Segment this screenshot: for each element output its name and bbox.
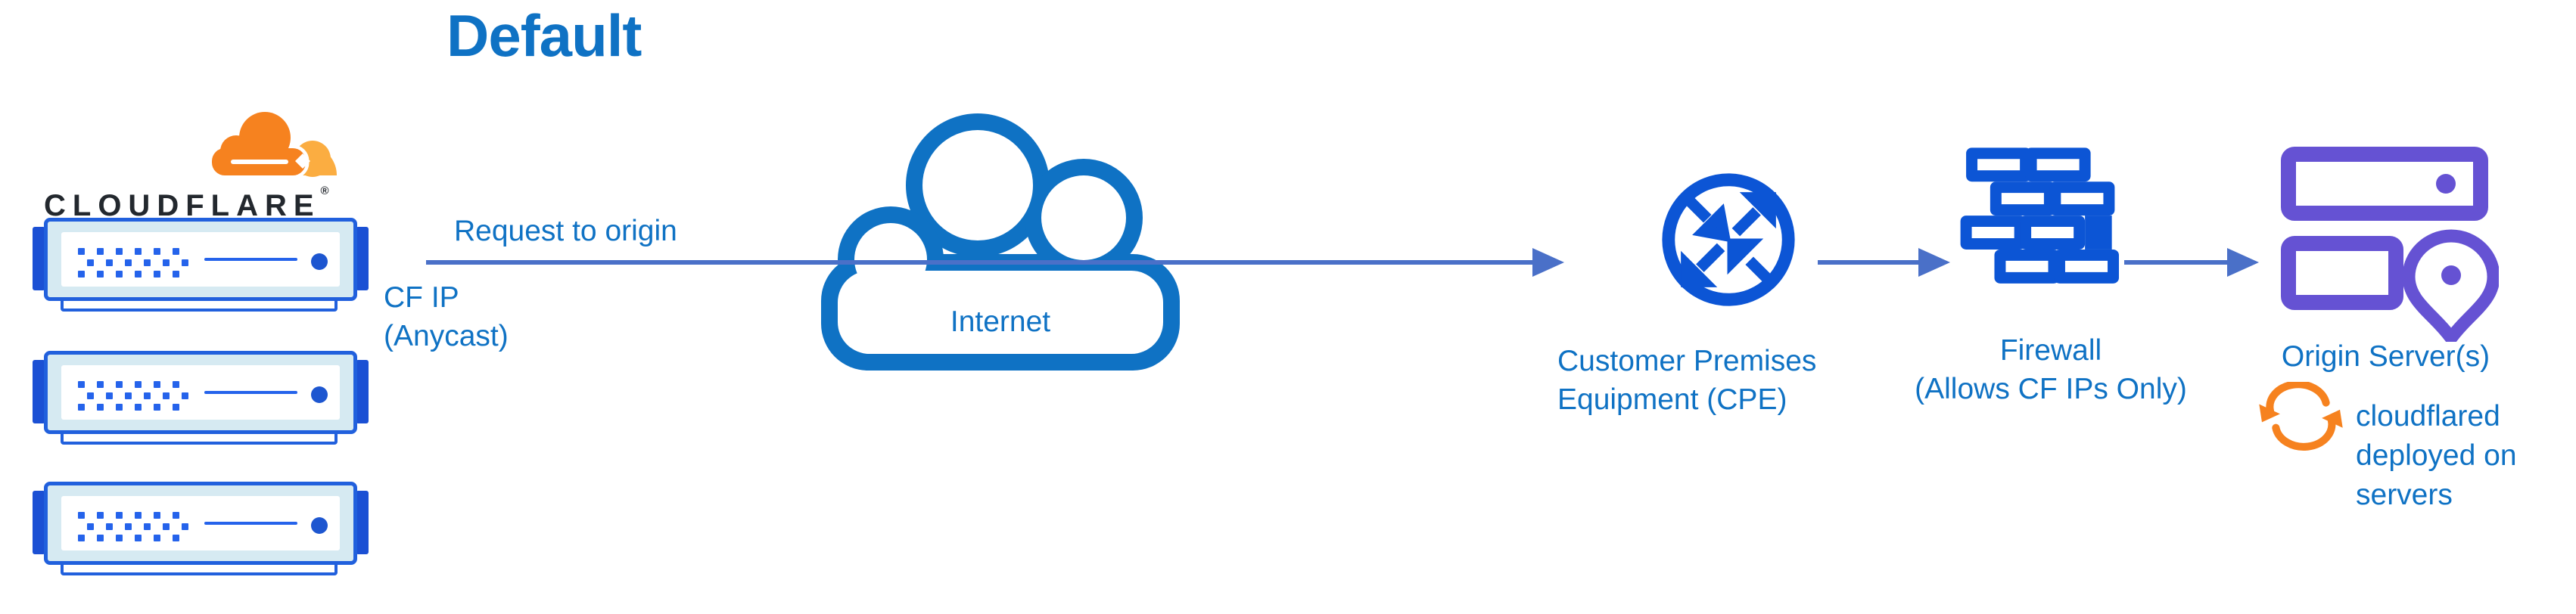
cpe-label-line2: Equipment (CPE) — [1557, 383, 1787, 416]
server-line — [204, 522, 297, 525]
cloudflare-server-rack-2 — [33, 351, 369, 449]
location-pin-icon — [2402, 229, 2499, 342]
cloudflare-cloud-logo-icon — [208, 108, 337, 179]
origin-servers-label: Origin Server(s) — [2281, 340, 2490, 373]
server-body — [44, 218, 357, 301]
brick-wall-icon — [1960, 147, 2119, 284]
cpe-label: Customer Premises Equipment (CPE) — [1557, 342, 1816, 419]
flow-arrowhead-into-cpe — [1532, 248, 1564, 277]
server-line — [204, 258, 297, 261]
cloudflared-note-line3: servers — [2356, 479, 2453, 511]
cloudflare-wordmark: CLOUDFLARE® — [44, 185, 329, 223]
cloudflare-wordmark-text: CLOUDFLARE — [44, 189, 321, 222]
server-led-dot — [311, 253, 328, 270]
cf-ip-line2: (Anycast) — [384, 320, 509, 352]
cloudflared-note: cloudflared deployed on servers — [2356, 397, 2517, 515]
server-right-tab — [356, 491, 369, 554]
server-left-tab — [33, 491, 45, 554]
server-left-tab — [33, 360, 45, 423]
server-led-dot — [311, 517, 328, 534]
server-vent-dots-icon — [78, 248, 188, 278]
sync-arrows-icon — [2259, 382, 2343, 451]
firewall-label-line2: (Allows CF IPs Only) — [1915, 373, 2187, 405]
request-to-origin-label: Request to origin — [454, 215, 677, 247]
flow-line-firewall-to-origin — [2124, 260, 2227, 265]
cf-ip-line1: CF IP — [384, 281, 459, 314]
flow-line-edge-to-cpe — [426, 260, 1532, 265]
servers-with-location-pin-icon — [2281, 147, 2499, 342]
server-left-tab — [33, 227, 45, 290]
internet-label: Internet — [950, 305, 1051, 338]
cloudflared-note-line2: deployed on — [2356, 439, 2517, 472]
cloudflared-note-line1: cloudflared — [2356, 400, 2500, 433]
flow-arrowhead-into-firewall — [1918, 248, 1950, 277]
server-vent-dots-icon — [78, 512, 188, 541]
server-led-dot — [311, 386, 328, 403]
firewall-label-line1: Firewall — [1999, 334, 2102, 367]
cpe-label-line1: Customer Premises — [1557, 345, 1817, 377]
server-right-tab — [356, 360, 369, 423]
diagram-title: Default — [446, 2, 642, 69]
registered-trademark: ® — [320, 185, 329, 197]
firewall-label: Firewall (Allows CF IPs Only) — [1877, 331, 2225, 408]
cloud-outline-icon — [821, 113, 1180, 371]
cloudflare-server-rack-3 — [33, 482, 369, 580]
cloudflare-server-rack-1 — [33, 218, 369, 316]
flow-line-cpe-to-firewall — [1818, 260, 1918, 265]
server-vent-dots-icon — [78, 381, 188, 411]
cf-ip-anycast-label: CF IP (Anycast) — [384, 278, 509, 355]
flow-arrowhead-into-origin — [2227, 248, 2259, 277]
server-right-tab — [356, 227, 369, 290]
router-crossing-arrows-icon — [1662, 173, 1795, 306]
server-body — [44, 351, 357, 434]
server-line — [204, 391, 297, 394]
